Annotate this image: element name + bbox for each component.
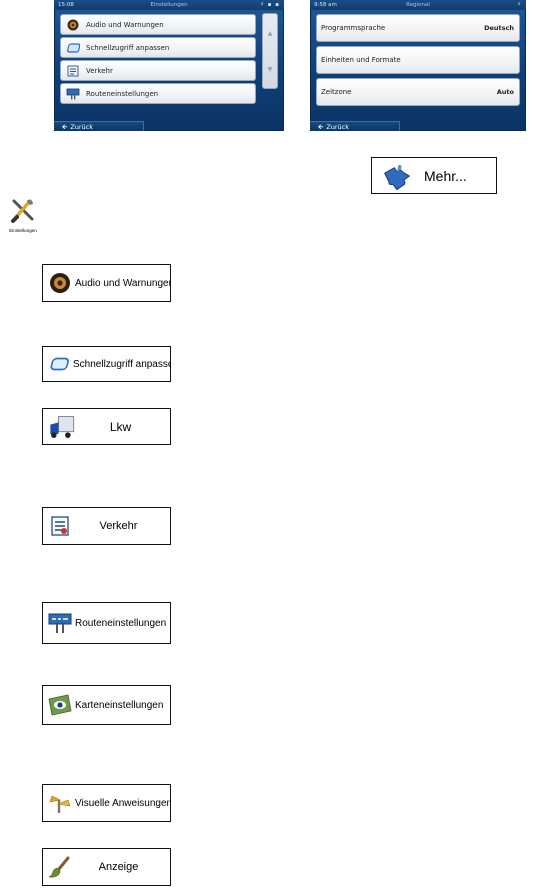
status-time: 15:08 (58, 2, 74, 8)
screen-title: Regional (406, 2, 430, 8)
menu-item-label: Zeitzone (321, 88, 352, 96)
scroll-up-icon[interactable]: ▲ (267, 30, 273, 37)
back-label: Zurück (326, 123, 349, 131)
screen-title: Einstellungen (150, 2, 188, 8)
settings-caption: Einstellungen (9, 228, 37, 233)
button-label: Anzeige (98, 861, 139, 873)
menu-item-label: Programmsprache (321, 24, 386, 32)
menu-item-audio[interactable]: Audio und Warnungen (60, 14, 256, 35)
settings-icon-tile: Einstellungen (8, 197, 38, 233)
map-settings-button[interactable]: Karteneinstellungen (42, 685, 171, 725)
scroll-down-icon[interactable]: ▼ (267, 66, 273, 73)
screen-icon (50, 357, 69, 371)
brush-icon (48, 856, 70, 878)
status-icons: ⚡ ▪ ▪ (260, 2, 280, 8)
arrow-left-icon: 🡨 (318, 123, 324, 131)
menu-item-label: Verkehr (86, 66, 113, 75)
shortcuts-button[interactable]: Schnellzugriff anpassen (42, 346, 171, 382)
route-sign-icon (66, 88, 80, 99)
more-label: Mehr... (424, 167, 467, 184)
signpost-icon (49, 795, 71, 813)
menu-item-timezone[interactable]: Zeitzone Auto (316, 78, 520, 106)
menu-item-label: Routeneinstellungen (86, 89, 159, 98)
back-label: Zurück (70, 123, 93, 131)
screen-icon (67, 42, 80, 53)
traffic-button[interactable]: Verkehr (42, 507, 171, 545)
truck-button[interactable]: Lkw (42, 408, 171, 445)
button-label: Verkehr (99, 520, 138, 532)
status-icons: ⚡ (517, 2, 522, 8)
status-bar: 15:08 Einstellungen ⚡ ▪ ▪ (54, 0, 284, 10)
display-button[interactable]: Anzeige (42, 848, 171, 886)
button-label: Audio und Warnungen (75, 277, 171, 289)
audio-button[interactable]: Audio und Warnungen (42, 264, 171, 302)
back-button[interactable]: 🡨Zurück (310, 121, 400, 131)
route-settings-button[interactable]: Routeneinstellungen (42, 602, 171, 644)
menu-item-value: Auto (496, 88, 514, 96)
status-bar: 9:58 am Regional ⚡ (310, 0, 526, 10)
more-button[interactable]: Mehr... (371, 157, 497, 194)
speaker-icon (67, 19, 79, 30)
traffic-icon (67, 65, 79, 76)
menu-item-units[interactable]: Einheiten und Formate (316, 46, 520, 74)
back-button[interactable]: 🡨Zurück (54, 121, 144, 131)
button-label: Lkw (109, 419, 132, 434)
menu-item-language[interactable]: Programmsprache Deutsch (316, 14, 520, 42)
speaker-icon (50, 273, 70, 293)
truck-icon (50, 415, 75, 438)
menu-item-value: Deutsch (484, 24, 514, 32)
puzzle-icon (384, 164, 411, 190)
button-label: Schnellzugriff anpassen (73, 358, 171, 370)
route-sign-icon (48, 613, 72, 633)
menu-item-shortcuts[interactable]: Schnellzugriff anpassen (60, 37, 256, 58)
button-label: Visuelle Anweisungen (75, 797, 171, 809)
status-time: 9:58 am (314, 2, 337, 8)
arrow-left-icon: 🡨 (62, 123, 68, 131)
map-eye-icon (48, 694, 72, 716)
menu-item-traffic[interactable]: Verkehr (60, 60, 256, 81)
button-label: Karteneinstellungen (75, 699, 164, 711)
settings-screenshot: 15:08 Einstellungen ⚡ ▪ ▪ Audio und Warn… (54, 0, 284, 131)
visual-guidance-button[interactable]: Visuelle Anweisungen (42, 784, 171, 822)
button-label: Routeneinstellungen (75, 617, 167, 629)
tools-icon (11, 199, 34, 223)
menu-item-label: Einheiten und Formate (321, 56, 401, 64)
menu-item-label: Schnellzugriff anpassen (86, 43, 170, 52)
traffic-icon (51, 516, 69, 536)
menu-item-route[interactable]: Routeneinstellungen (60, 83, 256, 104)
scrollbar[interactable]: ▲ ▼ (262, 13, 278, 89)
regional-screenshot: 9:58 am Regional ⚡ Programmsprache Deuts… (310, 0, 526, 131)
menu-item-label: Audio und Warnungen (86, 20, 164, 29)
